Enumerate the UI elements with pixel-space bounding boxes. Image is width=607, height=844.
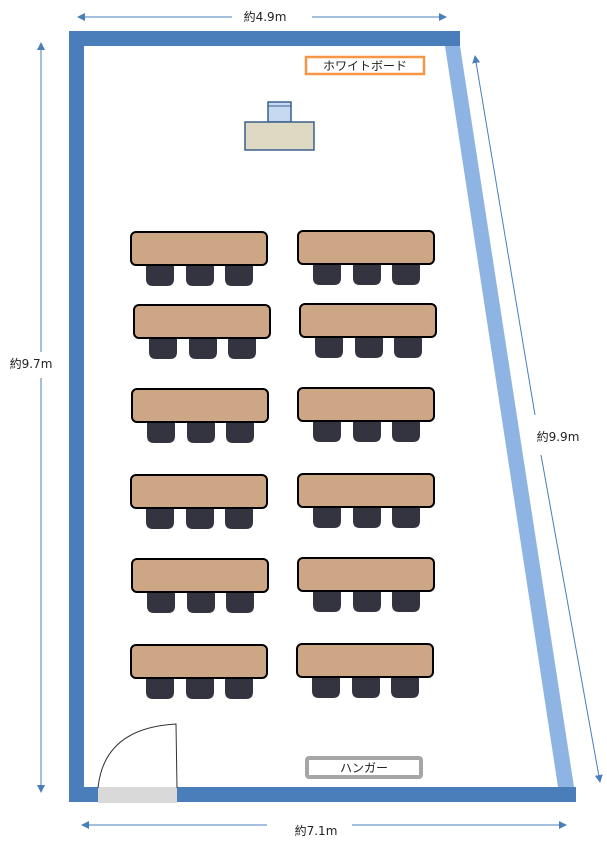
wall-right-slanted	[445, 46, 574, 787]
chair	[352, 672, 380, 698]
chair	[313, 502, 341, 528]
podium-desk	[244, 121, 315, 151]
chair	[228, 333, 256, 359]
desk	[296, 643, 434, 678]
dim-top-label: 約4.9m	[244, 9, 287, 24]
chair	[353, 586, 381, 612]
desk-group	[130, 230, 437, 699]
dim-right-up	[472, 55, 536, 416]
chair	[392, 586, 420, 612]
dim-left-label: 約9.7m	[10, 356, 53, 371]
desk	[297, 387, 435, 422]
chair	[226, 587, 254, 613]
hanger	[305, 756, 423, 779]
hanger-label: ハンガー	[340, 761, 388, 775]
chair	[187, 587, 215, 613]
chair	[187, 417, 215, 443]
chair	[355, 332, 383, 358]
chair	[353, 502, 381, 528]
chair	[313, 586, 341, 612]
chair	[225, 260, 253, 286]
chair	[149, 333, 177, 359]
chair	[392, 502, 420, 528]
wall-bottom	[69, 787, 576, 802]
desk	[133, 304, 271, 339]
chair	[312, 672, 340, 698]
chair	[391, 672, 419, 698]
chair	[186, 673, 214, 699]
desk	[297, 557, 435, 592]
whiteboard-label: ホワイトボード	[323, 59, 407, 73]
desk	[130, 231, 268, 266]
desk	[297, 473, 435, 508]
chair	[146, 673, 174, 699]
chair	[226, 417, 254, 443]
desk	[131, 388, 269, 423]
chair	[313, 259, 341, 285]
podium-monitor	[267, 101, 292, 123]
chair	[313, 416, 341, 442]
wall-left	[69, 31, 84, 802]
desk	[299, 303, 437, 338]
chair	[353, 416, 381, 442]
chair	[146, 260, 174, 286]
door-sill	[98, 787, 177, 803]
chair	[394, 332, 422, 358]
chair	[186, 260, 214, 286]
dim-right-down	[540, 454, 603, 783]
door-swing	[97, 723, 178, 789]
desk	[131, 558, 269, 593]
whiteboard	[304, 55, 426, 76]
chair	[147, 417, 175, 443]
desk	[130, 644, 268, 679]
desk	[297, 230, 435, 265]
chair	[186, 503, 214, 529]
chair	[146, 503, 174, 529]
chair	[392, 416, 420, 442]
chair	[392, 259, 420, 285]
wall-top	[69, 31, 460, 46]
chair	[147, 587, 175, 613]
chair	[225, 673, 253, 699]
dim-bottom-label: 約7.1m	[295, 823, 338, 838]
desk	[130, 474, 268, 509]
dim-right-label: 約9.9m	[537, 429, 580, 444]
chair	[315, 332, 343, 358]
chair	[225, 503, 253, 529]
chair	[353, 259, 381, 285]
chair	[189, 333, 217, 359]
